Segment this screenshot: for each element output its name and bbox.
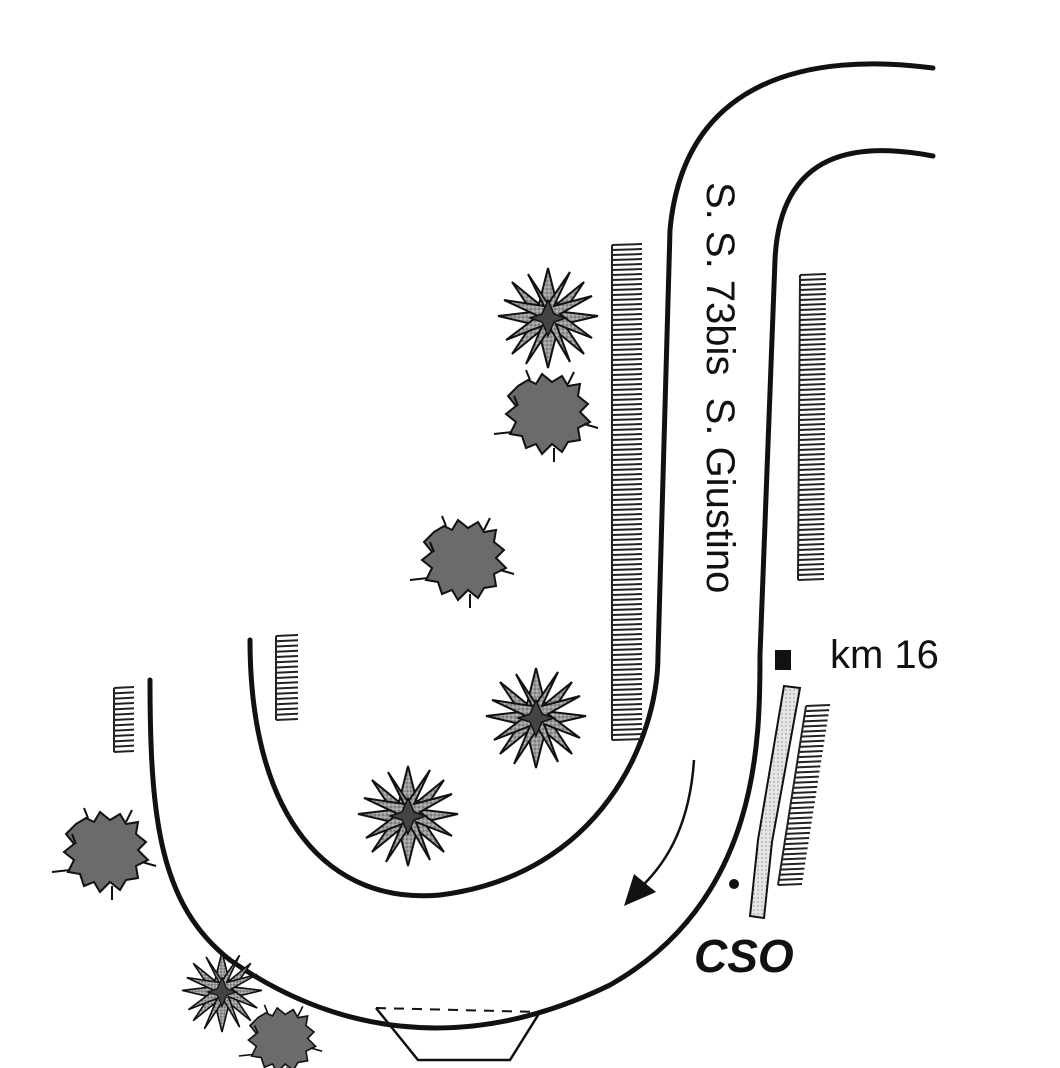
- km-marker-icon: [775, 650, 791, 670]
- bush-icon: [493, 369, 599, 463]
- guardrail-icon: [797, 273, 827, 581]
- road-label: S. S. 73bis S. Giustino: [698, 182, 742, 593]
- bush-icon: [409, 515, 515, 609]
- guard-barrier: [748, 684, 802, 920]
- station-point-icon: [729, 879, 739, 889]
- parking-bay: [375, 1007, 542, 1062]
- tree-icon: [181, 951, 263, 1033]
- tree-icon: [497, 267, 599, 369]
- bush-icon: [51, 807, 157, 901]
- tree-icon: [485, 667, 587, 769]
- road-inner-edge: [147, 148, 936, 1031]
- station-label: CSO: [694, 930, 794, 982]
- guardrail-icon: [777, 704, 831, 886]
- guardrail-icon: [611, 243, 643, 741]
- guardrail-icon: [113, 686, 135, 753]
- tree-icon: [357, 765, 459, 867]
- direction-arrow-icon: [624, 759, 696, 906]
- bush-icon: [238, 1003, 323, 1068]
- guardrail-icon: [113, 243, 831, 886]
- km-marker-label: km 16: [830, 633, 939, 677]
- guardrail-icon: [275, 634, 299, 721]
- road-outer-edge: [247, 61, 936, 899]
